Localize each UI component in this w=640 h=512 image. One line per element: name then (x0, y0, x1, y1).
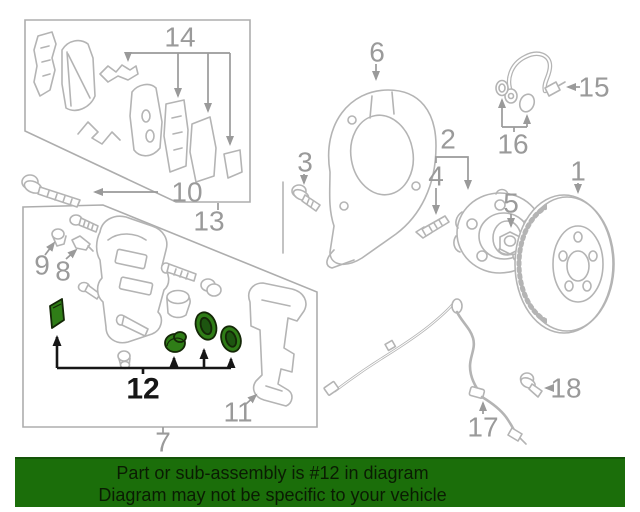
callout-11[interactable]: 11 (223, 397, 252, 428)
caliper-bolt-lower (77, 281, 101, 300)
caliper-bolt-top (69, 214, 99, 233)
pin-boot-gray (200, 278, 222, 297)
banner-line-2: Diagram may not be specific to your vehi… (98, 485, 447, 505)
callout-3[interactable]: 3 (297, 147, 313, 178)
callout-1[interactable]: 1 (570, 156, 586, 187)
caliper-body (95, 215, 170, 344)
splash-shield (326, 89, 437, 269)
callout-12-selected[interactable]: 12 (126, 373, 159, 406)
seal-square[interactable] (49, 298, 65, 329)
guide-pin-2 (115, 314, 149, 337)
leader-9 (44, 241, 56, 256)
brake-pad-inner (129, 83, 163, 157)
callout-13[interactable]: 13 (193, 206, 224, 237)
callout-2[interactable]: 2 (440, 124, 456, 155)
seal-ring-2[interactable] (218, 324, 244, 355)
leader-12-rail (57, 366, 231, 374)
brake-hose (504, 51, 566, 104)
leader-11 (245, 393, 258, 405)
seal-kit-highlighted-part[interactable] (49, 298, 244, 355)
caliper-assembly-box (22, 204, 318, 428)
pad-retainer-clip-top (99, 64, 139, 83)
leader-8 (65, 248, 78, 260)
pad-shim-slotted (163, 99, 189, 173)
leader-16-rail (502, 126, 527, 132)
callout-10[interactable]: 10 (171, 177, 202, 208)
seal-boot[interactable] (164, 331, 187, 353)
caliper-bracket (247, 282, 307, 407)
pad-retainer-clip-bottom (77, 121, 121, 145)
brake-rotor (514, 194, 615, 334)
hose-washer (495, 79, 509, 97)
guide-pin-bolt (160, 262, 197, 282)
part-info-banner: Part or sub-assembly is #12 in diagram D… (15, 457, 625, 507)
shield-bolt (291, 184, 321, 212)
callout-14[interactable]: 14 (164, 22, 195, 53)
callout-4[interactable]: 4 (428, 161, 444, 192)
hose-clip (518, 93, 536, 113)
callout-5[interactable]: 5 (503, 188, 519, 219)
abs-sensor-wire (323, 298, 527, 445)
callout-9[interactable]: 9 (34, 250, 50, 281)
callout-17[interactable]: 17 (467, 412, 498, 443)
callout-8[interactable]: 8 (55, 256, 71, 287)
pad-wear-plate (33, 31, 57, 97)
callout-6[interactable]: 6 (369, 37, 385, 68)
pad-shim-plain (189, 116, 217, 183)
banner-line-1: Part or sub-assembly is #12 in diagram (116, 463, 429, 483)
seal-ring-1[interactable] (192, 310, 220, 343)
callout-7[interactable]: 7 (155, 427, 171, 458)
wheel-stud (415, 215, 450, 239)
bushing (117, 350, 131, 370)
brake-pad-outer (61, 39, 96, 112)
caliper-mount-bolt-10 (21, 174, 81, 208)
pad-wear-indicator (223, 149, 243, 179)
callout-18[interactable]: 18 (550, 373, 581, 404)
callout-15[interactable]: 15 (578, 72, 609, 103)
callout-16[interactable]: 16 (497, 129, 528, 160)
leader-2 (435, 156, 472, 190)
bleeder-screw (71, 235, 94, 252)
sensor-bolt (519, 372, 543, 398)
caliper-piston (166, 289, 191, 319)
